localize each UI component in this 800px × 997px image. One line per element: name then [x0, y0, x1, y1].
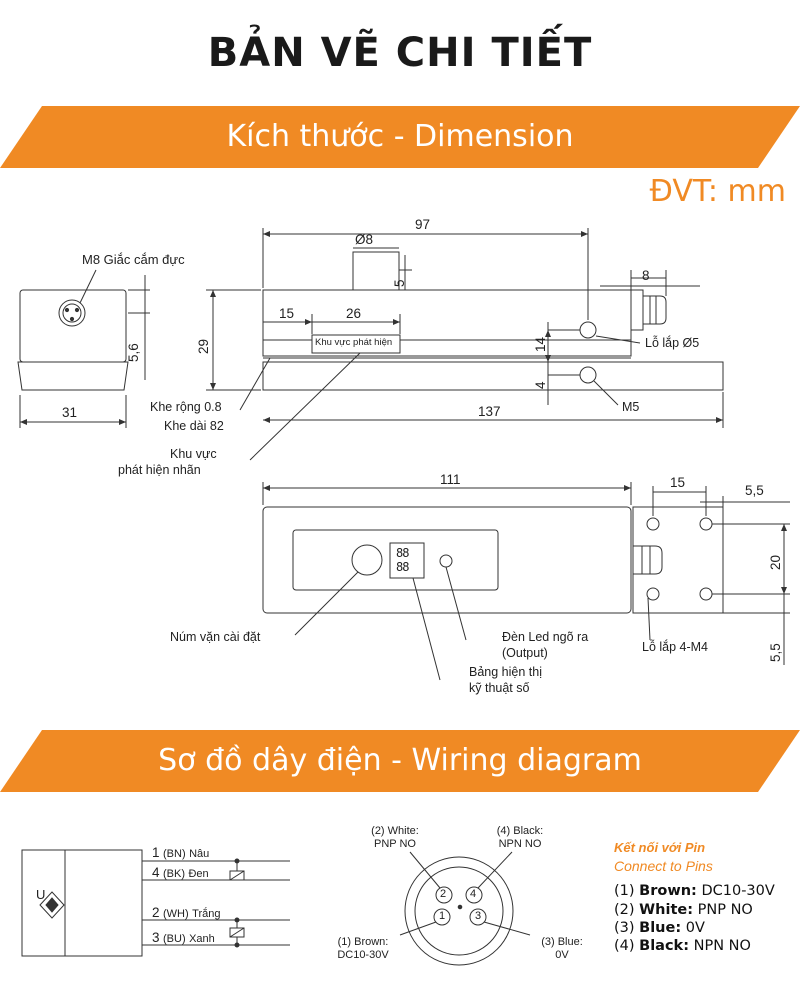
dim-d8: Ø8 — [355, 232, 374, 247]
dim-29: 29 — [196, 338, 211, 354]
wire-3: 3 (BU) Xanh — [152, 930, 215, 945]
pin2-label: (2) White:PNP NO — [371, 825, 419, 850]
slot-width-label: Khe rộng 0.8 — [150, 400, 222, 414]
wire-1: 1 (BN) Nâu — [152, 845, 210, 860]
top-view — [262, 482, 790, 681]
dim-side-5-5: 5,5 — [768, 643, 783, 662]
dim-26: 26 — [346, 306, 362, 321]
wiring-diagram — [21, 849, 290, 957]
pin-connector — [399, 851, 531, 966]
pin3-number: 3 — [475, 910, 482, 922]
led-label-line2: (Output) — [502, 646, 548, 660]
connection-row-2: (2) White: PNP NO — [614, 902, 753, 918]
dim-side-height: 5,6 — [126, 343, 141, 362]
pin-3 — [469, 908, 487, 926]
side-view — [17, 269, 150, 428]
unit-label: ĐVT: mm — [649, 174, 786, 209]
hole-m5-label: M5 — [622, 400, 640, 414]
dim-top-15: 15 — [670, 475, 686, 490]
sensor-symbol: U — [36, 887, 46, 902]
pin2-number: 2 — [440, 888, 447, 900]
dim-97: 97 — [415, 217, 431, 232]
wire-2: 2 (WH) Trắng — [152, 905, 221, 920]
pin3-label: (3) Blue:0V — [541, 936, 583, 961]
led-label-line1: Đèn Led ngõ ra — [502, 630, 589, 644]
hole-d5-label: Lỗ lắp Ø5 — [645, 336, 700, 350]
section-dimension-title: Kích thước - Dimension — [226, 119, 574, 154]
dim-4: 4 — [533, 381, 548, 389]
holes-label: Lỗ lắp 4-M4 — [642, 640, 709, 654]
knob-icon — [351, 544, 383, 576]
connection-row-4: (4) Black: NPN NO — [614, 938, 751, 954]
slot-length-label: Khe dài 82 — [164, 419, 224, 433]
label-zone-line2: phát hiện nhãn — [118, 463, 201, 477]
dim-111: 111 — [440, 472, 461, 487]
page-title: BẢN VẼ CHI TIẾT — [207, 30, 593, 76]
dim-side-width: 31 — [62, 405, 78, 420]
dim-14: 14 — [533, 336, 548, 352]
pin-4 — [465, 886, 483, 904]
section-wiring-title: Sơ đồ dây điện - Wiring diagram — [158, 743, 642, 778]
dim-5: 5 — [392, 279, 407, 287]
dim-137: 137 — [478, 404, 501, 419]
wire-4: 4 (BK) Đen — [152, 865, 209, 880]
pin1-label: (1) Brown:DC10-30V — [337, 936, 389, 961]
dim-15: 15 — [279, 306, 295, 321]
connection-title: Kết nối với Pin — [614, 840, 706, 855]
detect-area-label: Khu vực phát hiện — [315, 337, 393, 348]
wiring-banner — [0, 730, 800, 792]
dim-8: 8 — [642, 268, 650, 283]
connection-row-3: (3) Blue: 0V — [614, 920, 705, 936]
dim-top-5-5: 5,5 — [745, 483, 764, 498]
pin4-label: (4) Black:NPN NO — [496, 825, 544, 850]
dimension-banner — [0, 106, 800, 168]
pin1-number: 1 — [439, 910, 446, 922]
connection-subtitle: Connect to Pins — [614, 858, 713, 874]
display-label-line1: Bảng hiện thị — [469, 665, 542, 679]
connector-label: M8 Giắc cắm đực — [82, 252, 185, 267]
pin4-number: 4 — [470, 888, 477, 900]
connection-row-1: (1) Brown: DC10-30V — [614, 883, 775, 899]
label-zone-line1: Khu vực — [170, 447, 217, 461]
pin-2 — [435, 886, 453, 904]
display-label-line2: kỹ thuật số — [469, 681, 530, 695]
dim-20: 20 — [768, 554, 783, 570]
knob-label: Núm vặn cài đặt — [170, 630, 261, 644]
pin-1 — [433, 908, 451, 926]
front-view — [206, 228, 724, 461]
m8-connector-icon — [58, 299, 86, 327]
